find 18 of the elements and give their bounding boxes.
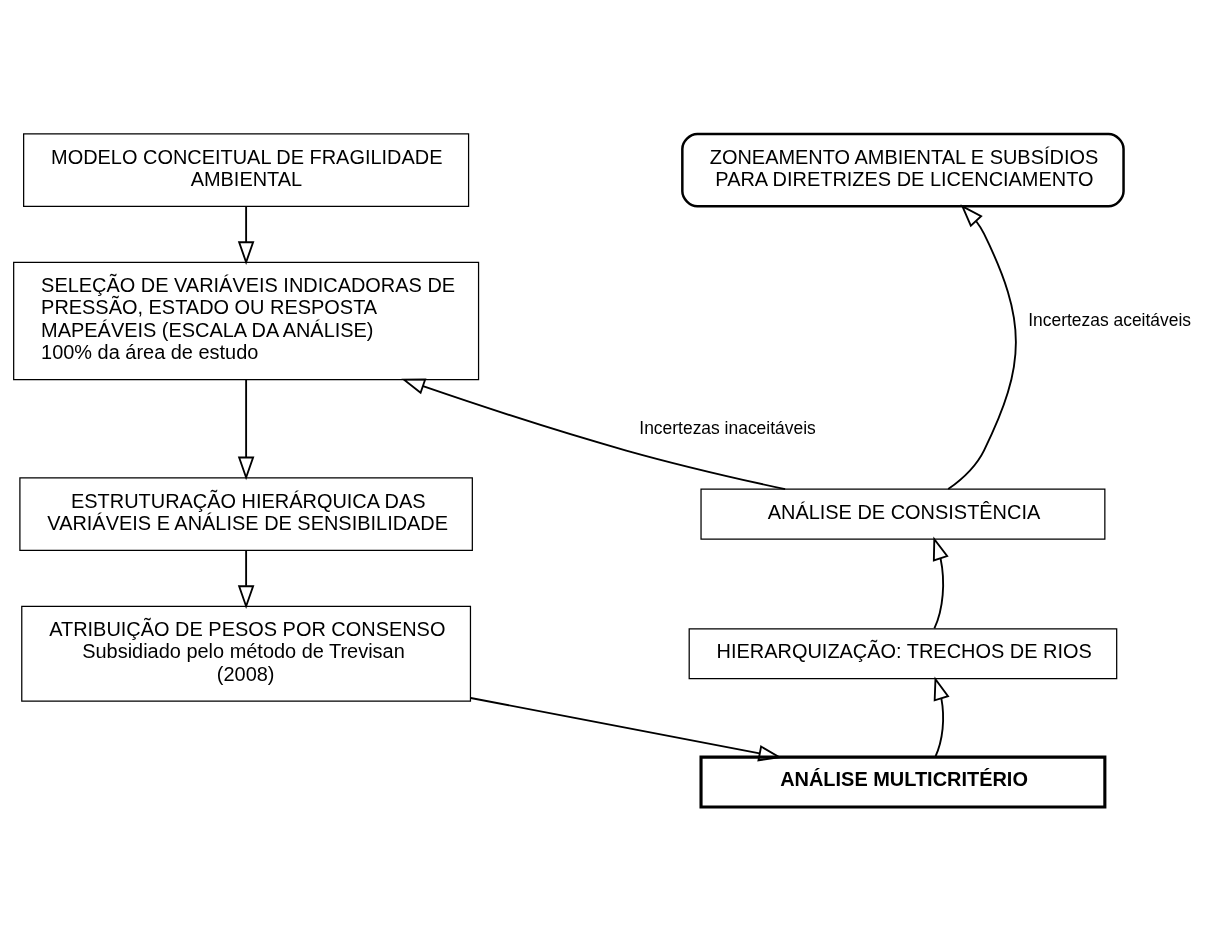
node-box: MODELO CONCEITUAL DE FRAGILIDADE AMBIENTAL xyxy=(23,132,470,207)
arrow xyxy=(932,536,949,629)
node-box: SELEÇÃO DE VARIÁVEIS INDICADORAS DE PRESSÃO, ESTADO OU RESPOSTA MAPEÁVEIS (ESCALA DA ANÁLISE) 100% da área de estudo xyxy=(13,261,480,380)
edge-label: Incertezas inaceitáveis xyxy=(639,417,816,438)
node-box: ATRIBUIÇÃO DE PESOS POR CONSENSO Subsidiado pelo método de Trevisan (2008) xyxy=(21,605,472,702)
node-box: ZONEAMENTO AMBIENTAL E SUBSÍDIOS PARA DIRETRIZES DE LICENCIAMENTO xyxy=(681,132,1125,207)
arrow xyxy=(933,676,950,758)
arrow xyxy=(947,203,1017,490)
edge-label: Incertezas aceitáveis xyxy=(1028,309,1192,330)
node-box: HIERARQUIZAÇÃO: TRECHOS DE RIOS xyxy=(688,627,1118,679)
node-box: ANÁLISE MULTICRITÉRIO xyxy=(699,755,1107,809)
arrow xyxy=(469,696,783,761)
node-box: ESTRUTURAÇÃO HIERÁRQUICA DAS VARIÁVEIS E ANÁLISE DE SENSIBILIDADE xyxy=(19,476,473,551)
arrow xyxy=(237,378,255,480)
arrow xyxy=(237,548,255,609)
node-box: ANÁLISE DE CONSISTÊNCIA xyxy=(700,488,1106,540)
arrow xyxy=(237,205,255,265)
arrow xyxy=(401,378,787,490)
